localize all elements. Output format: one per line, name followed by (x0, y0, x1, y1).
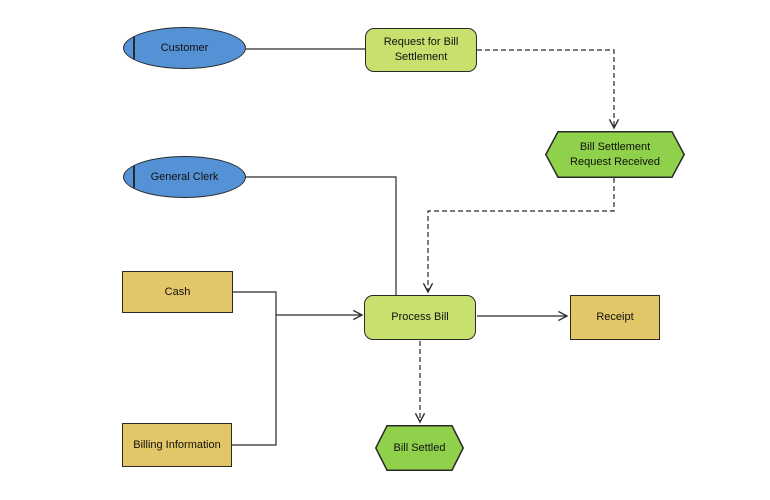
node-customer-label: Customer (160, 41, 209, 54)
node-cash[interactable]: Cash (122, 271, 233, 313)
node-cash-label: Cash (164, 285, 191, 298)
connector-clerk-process (246, 176, 397, 295)
node-bill-settlement-request-received[interactable]: Bill Settlement Request Received (545, 131, 685, 178)
node-bill-settled[interactable]: Bill Settled (375, 425, 464, 471)
node-billing-information[interactable]: Billing Information (122, 423, 232, 467)
node-billing-information-label: Billing Information (133, 438, 221, 451)
node-receipt[interactable]: Receipt (570, 295, 660, 340)
node-receipt-label: Receipt (596, 311, 634, 324)
hexagon-shape (545, 131, 685, 178)
node-request-for-bill-settlement[interactable]: Request for Bill Settlement (365, 28, 477, 72)
hexagon-shape (375, 425, 464, 471)
connector-request-bsrr (477, 49, 620, 130)
node-bill-settlement-request-received-label: Bill Settlement Request Received (570, 140, 660, 168)
node-process-bill[interactable]: Process Bill (364, 295, 476, 340)
role-marker-line (133, 28, 135, 68)
connector-cash-billing-junction (232, 291, 277, 446)
role-marker-line (133, 157, 135, 197)
connector-bsrr-process (422, 178, 615, 294)
node-general-clerk[interactable]: General Clerk (123, 156, 246, 198)
node-general-clerk-label: General Clerk (150, 170, 219, 183)
node-process-bill-label: Process Bill (391, 311, 449, 324)
node-bill-settled-label: Bill Settled (393, 441, 446, 454)
node-request-for-bill-settlement-label: Request for Bill Settlement (383, 36, 459, 63)
node-customer[interactable]: Customer (123, 27, 246, 69)
